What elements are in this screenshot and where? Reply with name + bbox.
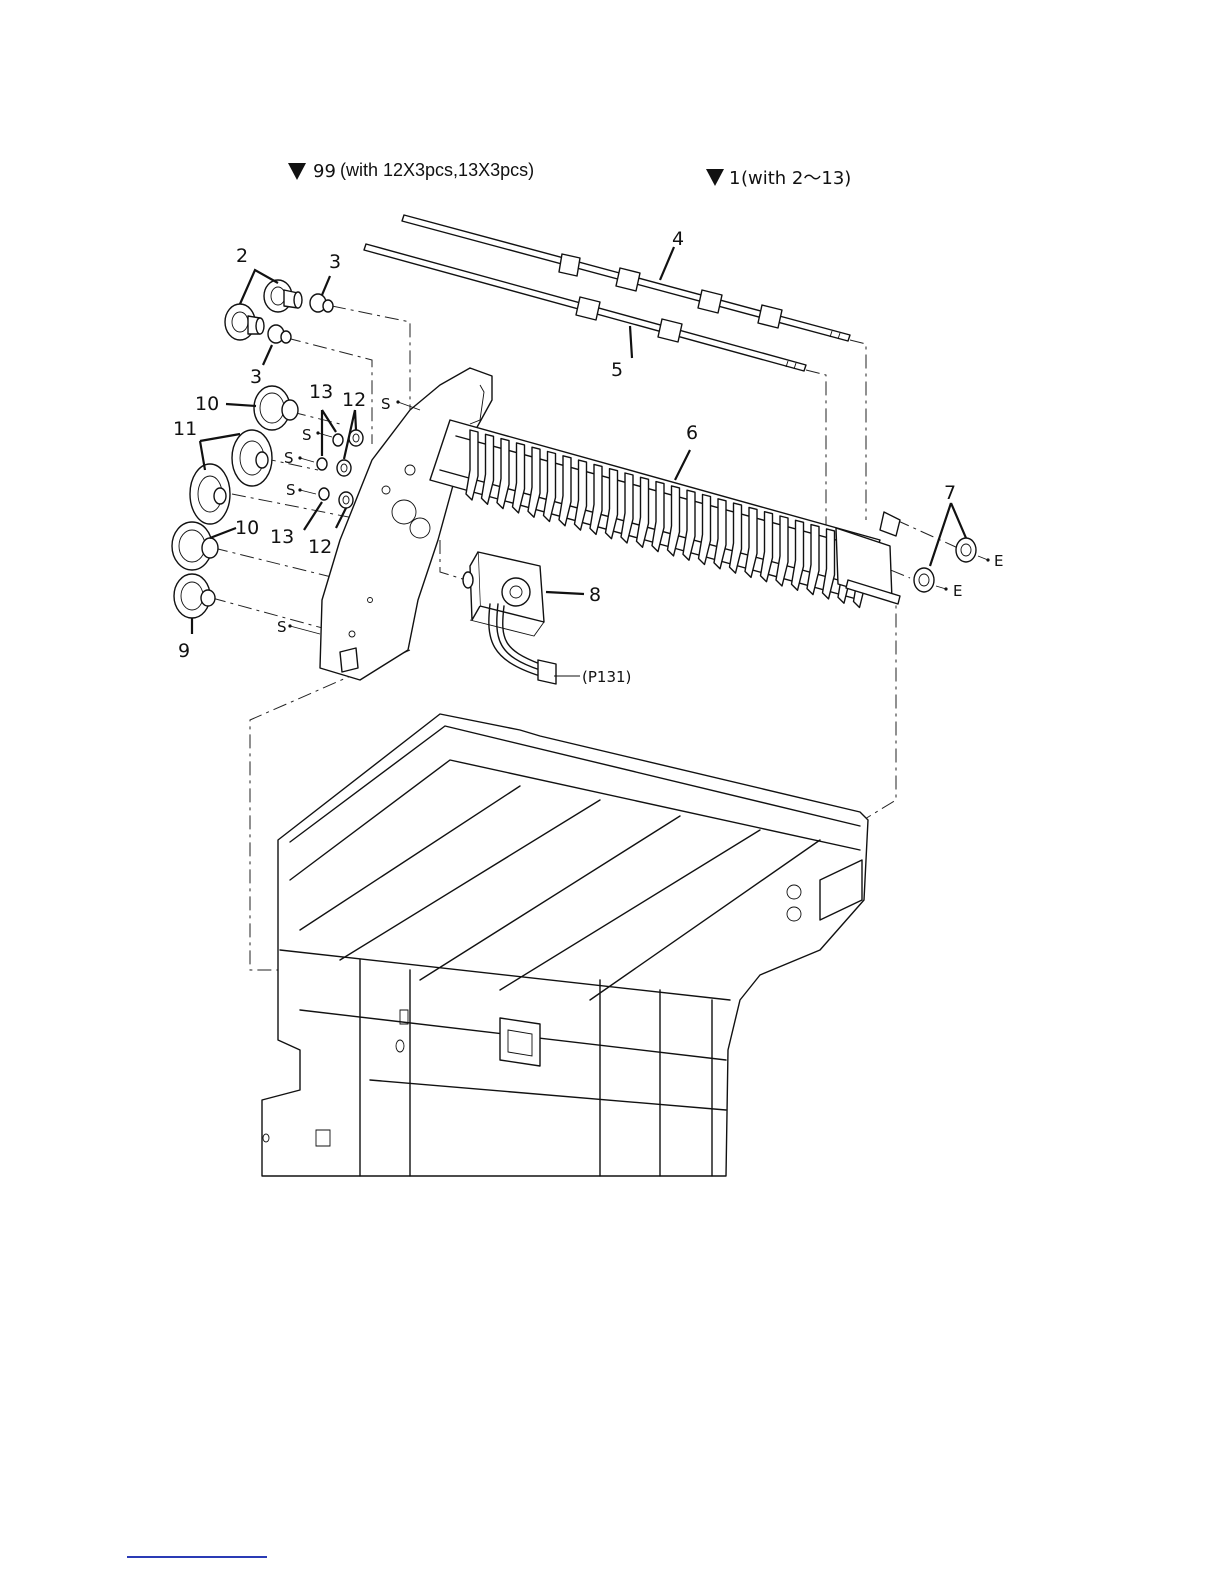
callout-3a: 3 bbox=[329, 251, 341, 273]
callout-11: 11 bbox=[173, 418, 197, 440]
callout-12a: 12 bbox=[342, 389, 366, 411]
down-triangle-icon bbox=[706, 169, 724, 186]
callout-8: 8 bbox=[589, 584, 601, 606]
gear-12a bbox=[349, 430, 363, 446]
callout-13a: 13 bbox=[309, 381, 333, 403]
gear-9 bbox=[174, 574, 215, 618]
down-triangle-icon bbox=[288, 163, 306, 180]
washer-13a bbox=[333, 434, 343, 446]
screw-label: S bbox=[381, 395, 391, 413]
callout-10a: 10 bbox=[195, 393, 219, 415]
gear-11a bbox=[232, 430, 272, 486]
motor-8 bbox=[463, 552, 556, 684]
assembly-99-header: 99 (with 12X3pcs,13X3pcs) bbox=[288, 160, 534, 182]
gear-12b bbox=[337, 460, 351, 476]
assembly-1-header: 1 (with 2～13) bbox=[706, 168, 851, 189]
screw-label: S bbox=[277, 618, 287, 636]
side-frame-plate bbox=[320, 368, 492, 680]
connector-label: (P131) bbox=[582, 668, 631, 686]
callout-10b: 10 bbox=[235, 517, 259, 539]
e-ring-label: E bbox=[953, 582, 962, 600]
callout-13b: 13 bbox=[270, 526, 294, 548]
callout-12b: 12 bbox=[308, 536, 332, 558]
callout-7: 7 bbox=[944, 482, 956, 504]
bushing-3a bbox=[310, 294, 333, 312]
gear-2a bbox=[225, 304, 264, 340]
gear-12c bbox=[339, 492, 353, 508]
screw-label: S bbox=[302, 426, 312, 444]
assembly-99-note: (with 12X3pcs,13X3pcs) bbox=[340, 160, 534, 180]
screw-label: S bbox=[284, 449, 294, 467]
e-ring-label: E bbox=[994, 552, 1003, 570]
callout-9: 9 bbox=[178, 640, 190, 662]
screw-label: S bbox=[286, 481, 296, 499]
footer-link-rule bbox=[127, 1556, 267, 1558]
washer-13c bbox=[319, 488, 329, 500]
bushings-7 bbox=[914, 538, 976, 592]
callout-2: 2 bbox=[236, 245, 248, 267]
assembly-1-note: (with 2～13) bbox=[741, 168, 851, 189]
callout-6: 6 bbox=[686, 422, 698, 444]
gear-10b bbox=[172, 522, 218, 570]
assembly-99-number: 99 bbox=[313, 161, 336, 182]
gear-10a bbox=[254, 386, 298, 430]
callout-3b: 3 bbox=[250, 366, 262, 388]
callout-4: 4 bbox=[672, 228, 684, 250]
assembly-1-number: 1 bbox=[729, 168, 740, 189]
bushing-3b bbox=[268, 325, 291, 343]
washer-13b bbox=[317, 458, 327, 470]
callout-5: 5 bbox=[611, 359, 623, 381]
gear-2b bbox=[264, 280, 302, 312]
gear-11b bbox=[190, 464, 230, 524]
main-frame bbox=[262, 714, 868, 1176]
